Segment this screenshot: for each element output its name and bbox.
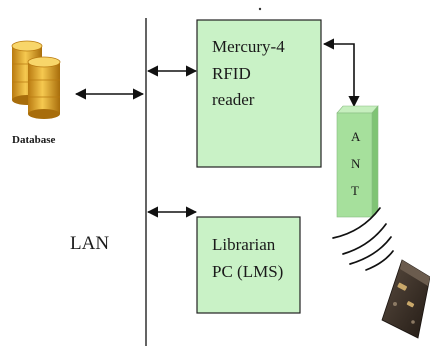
radio-waves-icon [332, 207, 394, 271]
rfid-reader-label: Mercury-4 RFID reader [212, 37, 289, 109]
database-cylinders-icon [11, 40, 61, 119]
reader-line-2: RFID [212, 64, 251, 83]
librarian-line-1: Librarian [212, 235, 276, 254]
reader-line-3: reader [212, 90, 255, 109]
antenna-block [336, 105, 379, 218]
dot-mark [258, 7, 262, 11]
librarian-line-2: PC (LMS) [212, 262, 283, 281]
antenna-letter-n: N [351, 156, 361, 171]
rfid-reader-box [196, 19, 322, 168]
librarian-pc-box [196, 216, 301, 314]
database-label: Database [12, 134, 56, 146]
lan-label: LAN [70, 233, 109, 254]
antenna-letter-t: T [351, 183, 359, 198]
rfid-tag-icon [381, 259, 430, 339]
antenna-letter-a: A [351, 129, 361, 144]
arrow-reader-antenna [322, 38, 360, 108]
librarian-pc-label: Librarian PC (LMS) [212, 235, 283, 281]
reader-line-1: Mercury-4 [212, 37, 285, 56]
